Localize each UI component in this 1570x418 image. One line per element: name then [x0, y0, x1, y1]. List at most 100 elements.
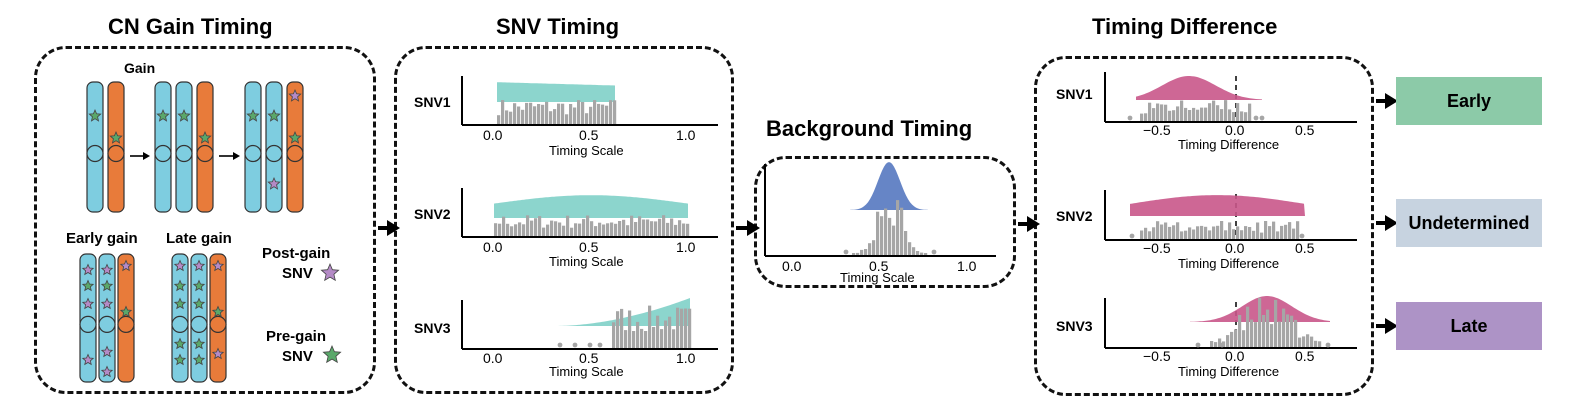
pre-gain-star	[267, 108, 281, 122]
background-hist-bar	[872, 240, 876, 255]
diff2-tick-1: 0.0	[1225, 240, 1245, 256]
snv1-hist-bar	[593, 100, 597, 124]
snv2-hist-bar	[642, 219, 646, 236]
diff2-hist-bar	[1248, 227, 1252, 239]
snv1-tick-0: 0.0	[483, 127, 503, 143]
arrow-snv-to-background-head	[747, 220, 760, 236]
snv2-hist-bar	[514, 224, 518, 236]
bg-tick-0: 0.0	[782, 258, 802, 274]
pre-gain-star	[192, 297, 206, 310]
snv3-hist-bar	[620, 308, 624, 348]
cn-panel-box	[34, 46, 376, 394]
diff1-hist-bar	[1176, 106, 1180, 121]
post-gain-label: Post-gain	[262, 245, 331, 262]
diff3-hist-bar	[1270, 324, 1274, 347]
pre-gain-label: Pre-gain	[266, 328, 327, 345]
background-hist-bar	[856, 252, 860, 255]
diff3-hist-bar	[1218, 338, 1222, 347]
snv1-hist-bar	[613, 100, 617, 124]
background-hist-bar	[880, 216, 884, 255]
diff1-hist-bar	[1180, 100, 1184, 121]
post-gain-star	[267, 176, 281, 190]
post-gain-star	[288, 88, 302, 102]
background-density	[850, 162, 928, 210]
snv1-hist-bar	[565, 114, 569, 124]
snv2-hist-bar	[686, 223, 690, 236]
outcome-undetermined: Undetermined	[1396, 199, 1542, 247]
early-chromosome-a-centromere	[79, 315, 97, 333]
snv2-hist-bar	[582, 219, 586, 236]
diff2-hist-bar	[1284, 224, 1288, 239]
diff2-hist-bar	[1192, 229, 1196, 239]
diff2-hist-bar	[1264, 221, 1268, 239]
post-gain-snv-label: SNV	[282, 265, 313, 282]
pre-gain-star	[156, 108, 170, 122]
pre-gain-star	[198, 130, 212, 144]
diff1-hist-bar	[1224, 100, 1228, 121]
post-gain-star	[100, 297, 114, 310]
snv2-hist-bar	[534, 218, 538, 236]
diff1-hist-bar	[1148, 102, 1152, 121]
diff3-hist-bar	[1238, 315, 1242, 347]
diff3-hist-bar	[1282, 308, 1286, 347]
snv2-hist-bar	[658, 218, 662, 236]
diff2-hist-bar	[1268, 226, 1272, 239]
snv2-tick-1: 0.5	[579, 239, 599, 255]
diff1-hist-bar	[1192, 107, 1196, 121]
diff1-hist-bar	[1236, 103, 1240, 121]
diff1-hist-bar	[1144, 113, 1148, 121]
diff3-hist-bar	[1290, 315, 1294, 347]
pre-gain-star	[119, 305, 133, 318]
diff3-hist-bar	[1306, 334, 1310, 347]
arrow-to-early-head	[1385, 93, 1398, 109]
outcome-early: Early	[1396, 77, 1542, 125]
diff3-hist-bar	[1318, 341, 1322, 347]
diff2-density	[1130, 195, 1305, 216]
chromosome-3a-centromere	[244, 144, 262, 163]
diff-row-label-3: SNV3	[1056, 318, 1093, 334]
early-chromosome-b-centromere	[98, 315, 116, 333]
background-title: Background Timing	[766, 116, 973, 141]
snv1-hist-bar	[561, 103, 565, 124]
diff1-hist-bar	[1216, 105, 1220, 121]
snv2-hist-bar	[634, 222, 638, 236]
chromosome-3c-centromere	[286, 144, 304, 163]
snv1-hist-bar	[525, 102, 529, 124]
snv1-hist-bar	[553, 109, 557, 124]
snv2-hist-bar	[554, 221, 558, 236]
snv3-tick-0: 0.0	[483, 350, 503, 366]
pre-gain-star	[246, 108, 260, 122]
diff1-hist-bar	[1156, 103, 1160, 121]
diff1-hist-bar	[1160, 104, 1164, 121]
diff2-hist-bar	[1200, 225, 1204, 239]
diff1-hist-bar	[1168, 110, 1172, 121]
snv1-hist-bar	[509, 111, 513, 124]
post-gain-star	[192, 259, 206, 272]
diff2-hist-bar	[1224, 230, 1228, 239]
diff2-hist-bar	[1252, 230, 1256, 239]
diff2-hist-bar	[1228, 222, 1232, 239]
post-gain-star	[100, 365, 114, 378]
diff3-hist-bar	[1234, 329, 1238, 347]
snv2-hist-bar	[518, 222, 522, 236]
background-hist-bar	[884, 208, 888, 255]
snv1-density	[497, 82, 615, 102]
diff2-hist-bar	[1292, 228, 1296, 239]
background-hist-bar	[876, 211, 880, 255]
diff3-hist-bar	[1294, 319, 1298, 347]
snv2-hist-bar	[522, 224, 526, 236]
snv2-hist-bar	[618, 221, 622, 236]
pre-gain-star	[100, 279, 114, 292]
snv2-hist-bar	[502, 216, 506, 236]
diff2-hist-bar	[1176, 222, 1180, 239]
snv3-dot	[572, 342, 578, 348]
diff2-hist-bar	[1296, 221, 1300, 239]
snv3-hist-bar	[656, 315, 660, 348]
snv1-hist-bar	[505, 110, 509, 124]
diff2-hist-bar	[1256, 222, 1260, 239]
diff-row-label-1: SNV1	[1056, 86, 1093, 102]
late-chromosome-c-centromere	[209, 315, 227, 333]
snv2-hist-bar	[498, 223, 502, 236]
background-hist-bar	[916, 251, 920, 255]
snv3-hist-bar	[688, 308, 692, 348]
